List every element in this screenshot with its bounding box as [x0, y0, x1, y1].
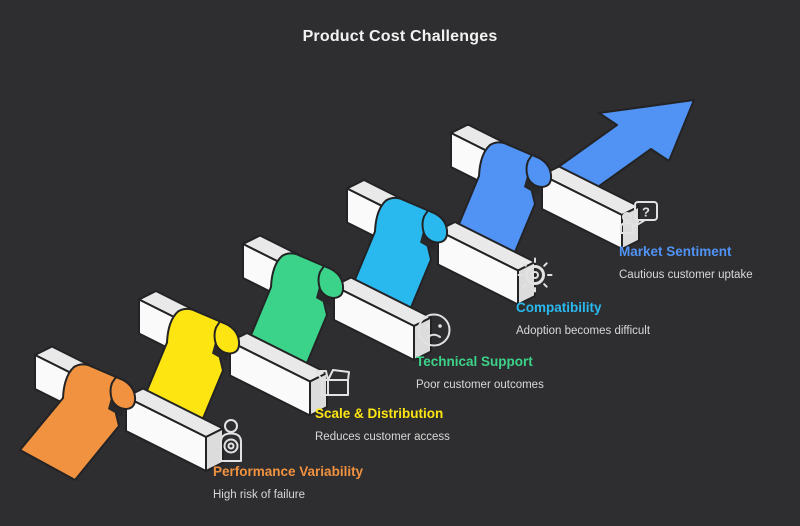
ribbon-fold-1 — [109, 376, 137, 410]
page-title: Product Cost Challenges — [302, 28, 498, 45]
sad-face-icon — [416, 312, 631, 354]
person-question-icon: ? — [619, 196, 800, 244]
step-market-sentiment: ? Market Sentiment Cautious customer upt… — [619, 196, 800, 282]
ribbon-fold-5 — [525, 154, 553, 188]
gear-icon — [516, 256, 731, 300]
step-technical-support: Technical Support Poor customer outcomes — [416, 312, 631, 392]
ribbon-fold-4 — [421, 209, 449, 244]
ribbon-fold-2 — [213, 320, 241, 355]
step-title: Market Sentiment — [619, 244, 732, 259]
person-target-icon — [213, 418, 428, 464]
step-compatibility: Compatibility Adoption becomes difficult — [516, 256, 731, 338]
step-title: Compatibility — [516, 300, 602, 315]
ribbon-fold-3 — [317, 265, 345, 299]
step-title: Performance Variability — [213, 464, 364, 479]
step-subtitle: Poor customer outcomes — [416, 379, 544, 391]
step-subtitle: Reduces customer access — [315, 431, 450, 443]
step-subtitle: Cautious customer uptake — [619, 269, 753, 281]
hurdle-1 — [19, 345, 224, 481]
step-title: Technical Support — [416, 354, 533, 369]
step-performance-variability: Performance Variability High risk of fai… — [213, 418, 428, 502]
step-subtitle: High risk of failure — [213, 489, 306, 501]
step-subtitle: Adoption becomes difficult — [516, 325, 651, 337]
open-box-icon — [315, 368, 530, 406]
svg-text:?: ? — [642, 205, 650, 220]
step-title: Scale & Distribution — [315, 406, 444, 421]
step-scale-distribution: Scale & Distribution Reduces customer ac… — [315, 368, 530, 444]
